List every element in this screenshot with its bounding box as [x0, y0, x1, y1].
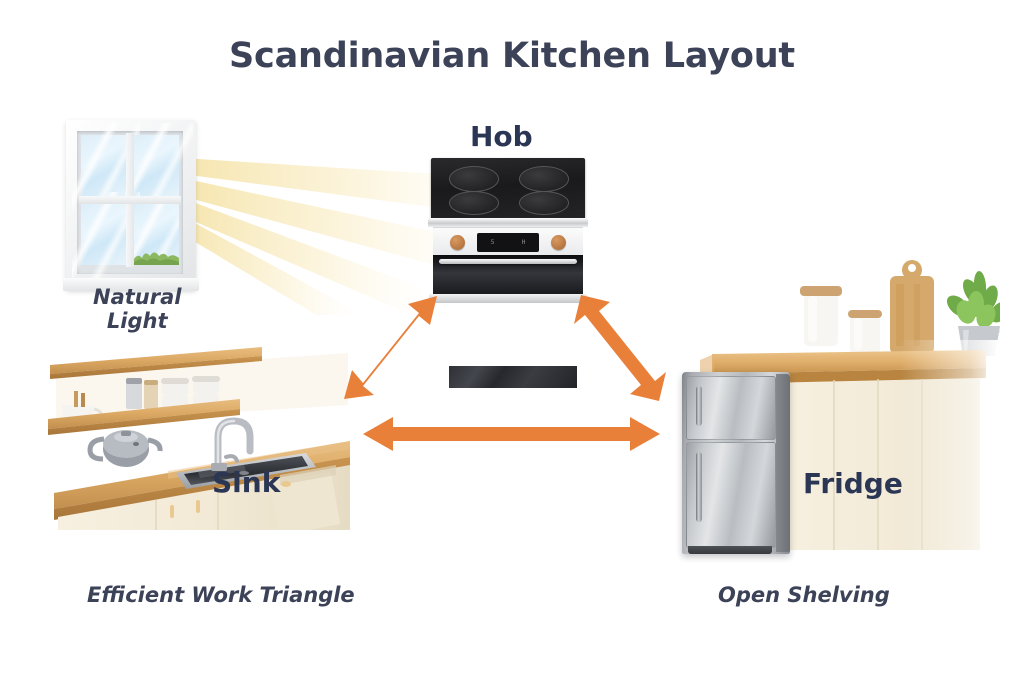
open-shelf-upper	[50, 347, 262, 379]
fridge-base	[688, 546, 772, 554]
oven-display-value-2: H	[521, 239, 526, 246]
freezer-door-handle[interactable]	[696, 386, 702, 426]
refrigerator	[682, 372, 790, 562]
open-shelf-decor	[700, 260, 1000, 560]
window-glass-area	[72, 122, 193, 284]
oven-glass	[449, 366, 577, 388]
control-knob-left[interactable]	[450, 235, 465, 250]
sink-counter	[48, 347, 350, 530]
open-shelf-middle	[48, 399, 240, 435]
range-cooker: 5 H	[428, 158, 588, 388]
caption-open-shelving: Open Shelving	[718, 583, 890, 607]
page-title: Scandinavian Kitchen Layout	[229, 36, 795, 76]
cooking-zone-3	[449, 191, 499, 215]
arrow-hob-to-fridge	[574, 295, 666, 401]
window-pane-bottom-right	[134, 204, 179, 265]
cutting-board	[890, 260, 934, 354]
oven-display-value-1: 5	[490, 239, 495, 246]
control-knob-right[interactable]	[551, 235, 566, 250]
fridge-side-panel	[776, 374, 790, 552]
base-cabinets	[58, 465, 350, 530]
cooking-zone-2	[519, 166, 569, 192]
faucet	[211, 417, 254, 471]
caption-work-triangle: Efficient Work Triangle	[87, 583, 355, 607]
oven-control-panel: 5 H	[433, 227, 583, 256]
kitchen-window	[63, 120, 199, 291]
node-label-fridge: Fridge	[803, 467, 903, 500]
sink-basin	[176, 453, 316, 489]
window-mullion-horizontal	[79, 196, 181, 204]
oven-handle[interactable]	[439, 259, 577, 264]
induction-cooktop	[431, 158, 585, 220]
node-label-hob: Hob	[470, 120, 533, 153]
oven-display: 5 H	[477, 233, 539, 252]
ceramic-jar-large	[800, 286, 842, 346]
window-pane-bottom-left	[72, 191, 140, 284]
arrow-sink-to-fridge	[363, 417, 660, 451]
cooking-zone-4	[519, 191, 569, 215]
caption-natural-light: Natural Light	[93, 285, 182, 333]
teapot	[87, 430, 163, 467]
window-pane-top-right	[125, 122, 193, 215]
window-sill	[63, 278, 199, 291]
fresh-food-door-handle[interactable]	[696, 452, 702, 522]
window-pane-top-left	[72, 122, 140, 215]
range-base	[429, 294, 587, 303]
caption-natural-light-line1: Natural	[93, 285, 182, 309]
caption-natural-light-line2: Light	[106, 308, 168, 333]
cooking-zone-1	[449, 166, 499, 192]
foliage-icon	[134, 252, 179, 265]
cooktop-trim	[428, 218, 588, 227]
node-label-sink: Sink	[212, 466, 281, 499]
ceramic-jar-small	[848, 310, 882, 354]
